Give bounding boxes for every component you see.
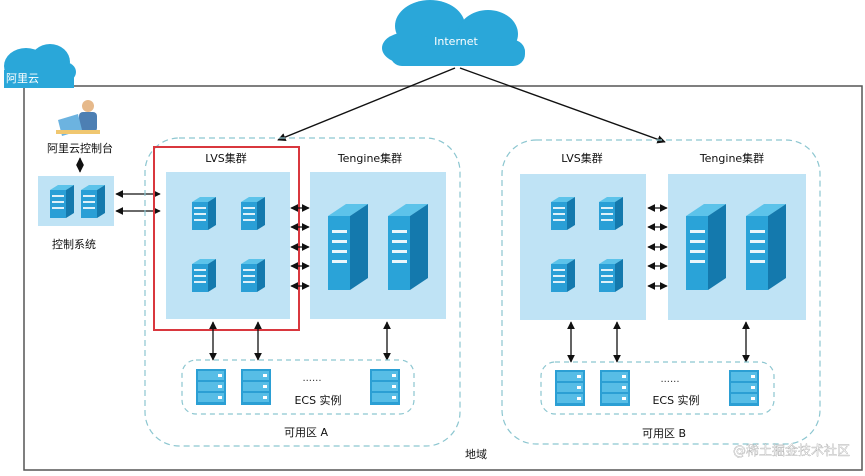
lvs-server-icon — [192, 259, 216, 292]
lvs-server-icon — [551, 259, 575, 292]
tengine-server-icon — [746, 204, 786, 290]
zone-b-lvs-label: LVS集群 — [561, 151, 602, 165]
zone-b-label: 可用区 B — [642, 427, 686, 440]
zone-b-ecs-label: ECS 实例 — [652, 393, 699, 407]
region-frame — [23, 85, 863, 471]
tengine-server-icon — [388, 204, 428, 290]
zone-a-lvs-highlight — [153, 146, 300, 331]
internet-arrow-b — [459, 67, 666, 144]
lvs-server-icon — [551, 197, 575, 230]
tengine-server-icon — [686, 204, 726, 290]
aliyun-cloud-icon — [4, 44, 76, 88]
zone-a-tengine-label: Tengine集群 — [337, 151, 402, 165]
control-server-icon — [81, 185, 105, 218]
zone-b-frame — [501, 139, 821, 445]
tengine-server-icon — [328, 204, 368, 290]
control-system-label: 控制系统 — [52, 237, 96, 251]
region-label: 地域 — [465, 448, 487, 461]
zone-a-frame — [144, 137, 461, 447]
internet-label: Internet — [434, 35, 478, 48]
lvs-server-icon — [599, 197, 623, 230]
ecs-instance-icon — [241, 369, 271, 405]
internet-cloud-icon — [382, 0, 525, 66]
zone-a-ecs-label: ECS 实例 — [294, 393, 341, 407]
lvs-server-icon — [599, 259, 623, 292]
zone-a-lvs-label: LVS集群 — [205, 151, 246, 165]
ecs-instance-icon — [196, 369, 226, 405]
zone-b-ecs-frame — [540, 361, 775, 415]
zone-b-tengine-label: Tengine集群 — [699, 151, 764, 165]
zone-b-lvs-panel — [520, 174, 646, 320]
watermark: @稀土掘金技术社区 — [733, 443, 850, 459]
lvs-server-icon — [241, 197, 265, 230]
console-label: 阿里云控制台 — [47, 141, 113, 155]
ecs-instance-icon — [600, 370, 630, 406]
zone-b-lvs-tengine-arrows — [647, 204, 668, 290]
zone-a-vertical-arrows — [209, 321, 391, 361]
ecs-instance-icon — [555, 370, 585, 406]
console-user-icon — [56, 100, 100, 136]
ecs-instance-icon — [729, 370, 759, 406]
lvs-server-icon — [241, 259, 265, 292]
zone-a-lvs-tengine-arrows — [290, 204, 310, 290]
ecs-instance-icon — [370, 369, 400, 405]
lvs-server-icon — [192, 197, 216, 230]
internet-arrow-a — [277, 67, 456, 142]
zone-b-vertical-arrows — [567, 321, 750, 363]
zone-a-label: 可用区 A — [284, 426, 328, 439]
control-server-icon — [50, 185, 74, 218]
zone-a-ecs-dots: ······ — [302, 376, 321, 387]
zone-b-ecs-dots: ······ — [660, 377, 679, 388]
aliyun-label: 阿里云 — [6, 72, 39, 85]
zone-a-lvs-panel — [166, 172, 290, 319]
zone-a-ecs-frame — [181, 359, 415, 415]
